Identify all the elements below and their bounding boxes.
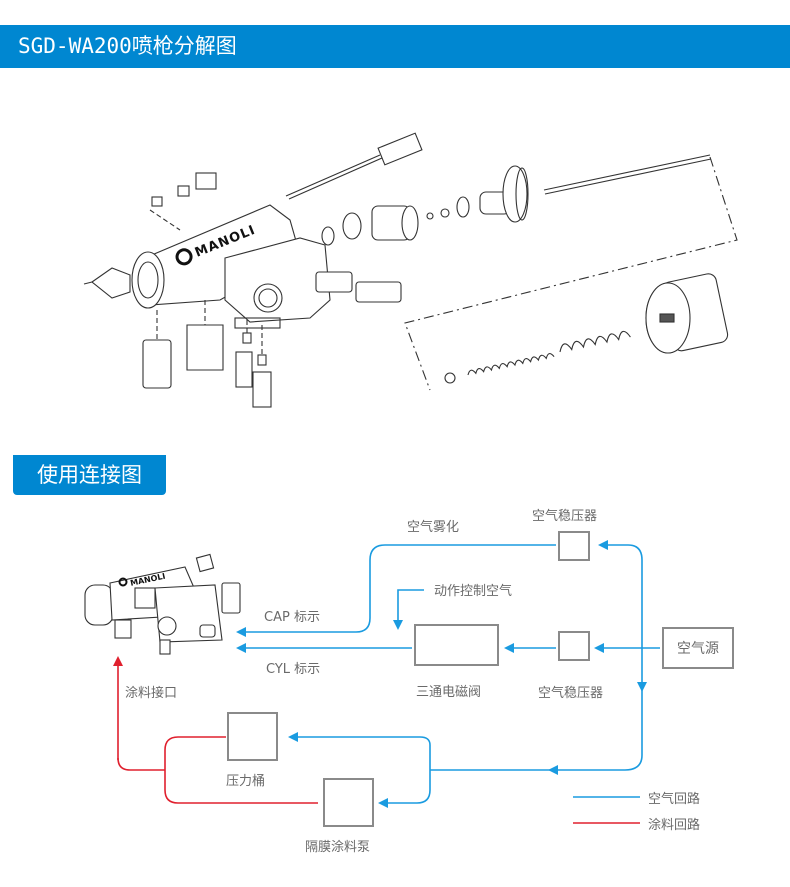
air-line-to-pump-tank <box>290 737 555 771</box>
air-source-box: 空气源 <box>662 627 734 669</box>
needle-part <box>285 132 423 200</box>
spring-knob-parts <box>444 273 729 384</box>
spray-gun-icon: MANOLI <box>84 553 241 655</box>
paint-line-main <box>117 757 165 771</box>
legend-paint-label: 涂料回路 <box>648 818 701 833</box>
cap-mark-label: CAP 标示 <box>264 610 320 625</box>
pressure-tank-box <box>227 712 278 761</box>
pressure-tank-label: 压力桶 <box>226 774 266 789</box>
air-line-to-pump <box>378 770 431 808</box>
solenoid-valve-label: 三通电磁阀 <box>416 685 482 700</box>
legend-air-label: 空气回路 <box>648 792 701 807</box>
air-line-up <box>598 540 643 648</box>
exploded-view-drawing: MANOLI <box>83 132 738 408</box>
cyl-mark-label: CYL 标示 <box>266 662 321 677</box>
air-fittings <box>315 271 402 303</box>
section-title-connection: 使用连接图 <box>13 455 166 495</box>
diaphragm-pump-label: 隔膜涂料泵 <box>305 840 371 855</box>
diaphragm-pump-box <box>323 778 374 827</box>
air-atomize-label: 空气雾化 <box>407 520 460 535</box>
action-control-air-label: 动作控制空气 <box>434 584 513 599</box>
piston-parts <box>321 154 738 391</box>
air-line-atomize <box>236 544 556 637</box>
paint-line-tank <box>164 736 318 804</box>
air-line-return <box>548 690 643 775</box>
page-title: SGD-WA200喷枪分解图 <box>0 25 790 68</box>
bottom-fittings <box>142 300 272 408</box>
regulator-bottom-box <box>558 631 590 661</box>
solenoid-valve-box <box>414 624 499 666</box>
regulator-top-box <box>558 531 590 561</box>
regulator-bottom-label: 空气稳压器 <box>538 686 604 701</box>
gun-body-part <box>131 204 331 329</box>
nozzle-part <box>83 267 131 299</box>
paint-inlet-label: 涂料接口 <box>125 686 178 701</box>
small-fittings <box>149 172 217 231</box>
air-line-action-control <box>393 589 424 630</box>
regulator-top-label: 空气稳压器 <box>532 509 598 524</box>
